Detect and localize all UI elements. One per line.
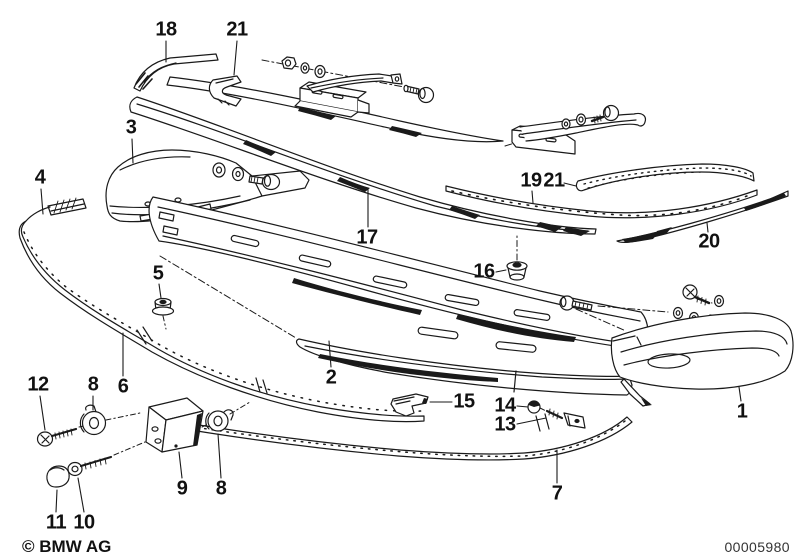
part-label-20: 20 bbox=[698, 230, 720, 253]
bracket-assembly-left bbox=[261, 56, 435, 118]
part-3-fastener-set bbox=[212, 162, 281, 191]
part-7-rubber-strip bbox=[165, 413, 633, 461]
leader-line-20 bbox=[706, 222, 709, 233]
leader-lines bbox=[39, 40, 742, 513]
leader-line-11 bbox=[55, 489, 58, 513]
leader-line-8 bbox=[217, 433, 222, 479]
part-label-4: 4 bbox=[34, 166, 46, 189]
part-label-19: 19 bbox=[520, 169, 542, 192]
part-label-13: 13 bbox=[494, 413, 516, 436]
part-4-strip-tab bbox=[47, 197, 87, 216]
part-11-cap bbox=[46, 465, 70, 488]
leader-line-10 bbox=[77, 477, 85, 513]
part-6-rubber-strip bbox=[18, 206, 425, 423]
part-label-2: 2 bbox=[325, 366, 337, 389]
leader-line-2 bbox=[328, 340, 332, 368]
part-20-molding bbox=[616, 190, 789, 243]
part-12-screw bbox=[36, 425, 85, 447]
part-14-ball-nut bbox=[527, 400, 541, 414]
part-label-7: 7 bbox=[551, 482, 563, 505]
leader-line-21 bbox=[233, 40, 238, 76]
copyright-text: © BMW AG bbox=[22, 537, 112, 556]
part-label-8: 8 bbox=[87, 373, 99, 396]
leader-line-14 bbox=[516, 405, 529, 408]
part-label-14: 14 bbox=[494, 394, 516, 417]
leader-line-19 bbox=[531, 190, 534, 204]
part-17-molding-bar bbox=[129, 96, 597, 236]
part-21-clamp-top bbox=[208, 75, 242, 107]
part-label-21: 21 bbox=[543, 169, 565, 192]
leader-line-9 bbox=[178, 451, 183, 479]
part-13-screw-plate bbox=[539, 407, 586, 429]
part-5-speed-nut bbox=[151, 297, 175, 330]
part-label-5: 5 bbox=[152, 262, 164, 285]
part-19-molding bbox=[445, 185, 758, 219]
part-21-molding-right bbox=[575, 163, 755, 192]
part-label-10: 10 bbox=[73, 511, 95, 534]
leader-line-16 bbox=[495, 269, 507, 273]
leader-line-3 bbox=[131, 138, 134, 164]
bumper-carrier-body bbox=[148, 196, 649, 353]
leader-line-13 bbox=[516, 417, 547, 425]
part-2-bumper-face bbox=[295, 338, 633, 396]
leader-line-5 bbox=[158, 283, 162, 299]
part-label-17: 17 bbox=[356, 226, 378, 249]
part-label-15: 15 bbox=[453, 390, 475, 413]
part-18-corner-molding bbox=[133, 53, 219, 92]
part-label-11: 11 bbox=[45, 511, 67, 534]
part-16-grommet bbox=[506, 233, 528, 281]
part-label-21: 21 bbox=[226, 18, 248, 41]
part-label-1: 1 bbox=[736, 400, 748, 423]
part-9-buffer-block bbox=[145, 397, 204, 453]
leader-line-12 bbox=[39, 395, 46, 431]
part-label-8: 8 bbox=[215, 477, 227, 500]
part-label-12: 12 bbox=[27, 373, 49, 396]
leader-line-1 bbox=[738, 386, 742, 402]
bracket-assembly-right bbox=[504, 104, 647, 155]
part-label-6: 6 bbox=[117, 375, 129, 398]
part-15-clip bbox=[390, 393, 429, 417]
part-label-3: 3 bbox=[125, 116, 137, 139]
diagram-number: 00005980 bbox=[724, 539, 790, 555]
part-10-screw bbox=[67, 441, 146, 477]
part-1-end-cap bbox=[610, 312, 794, 407]
part-8-grommet-right bbox=[201, 401, 251, 432]
part-label-9: 9 bbox=[176, 477, 188, 500]
part-label-16: 16 bbox=[473, 260, 495, 283]
part-label-18: 18 bbox=[155, 18, 177, 41]
leader-line-4 bbox=[40, 188, 44, 215]
part-8-grommet-left bbox=[79, 404, 141, 436]
leader-line-21 bbox=[563, 182, 577, 187]
